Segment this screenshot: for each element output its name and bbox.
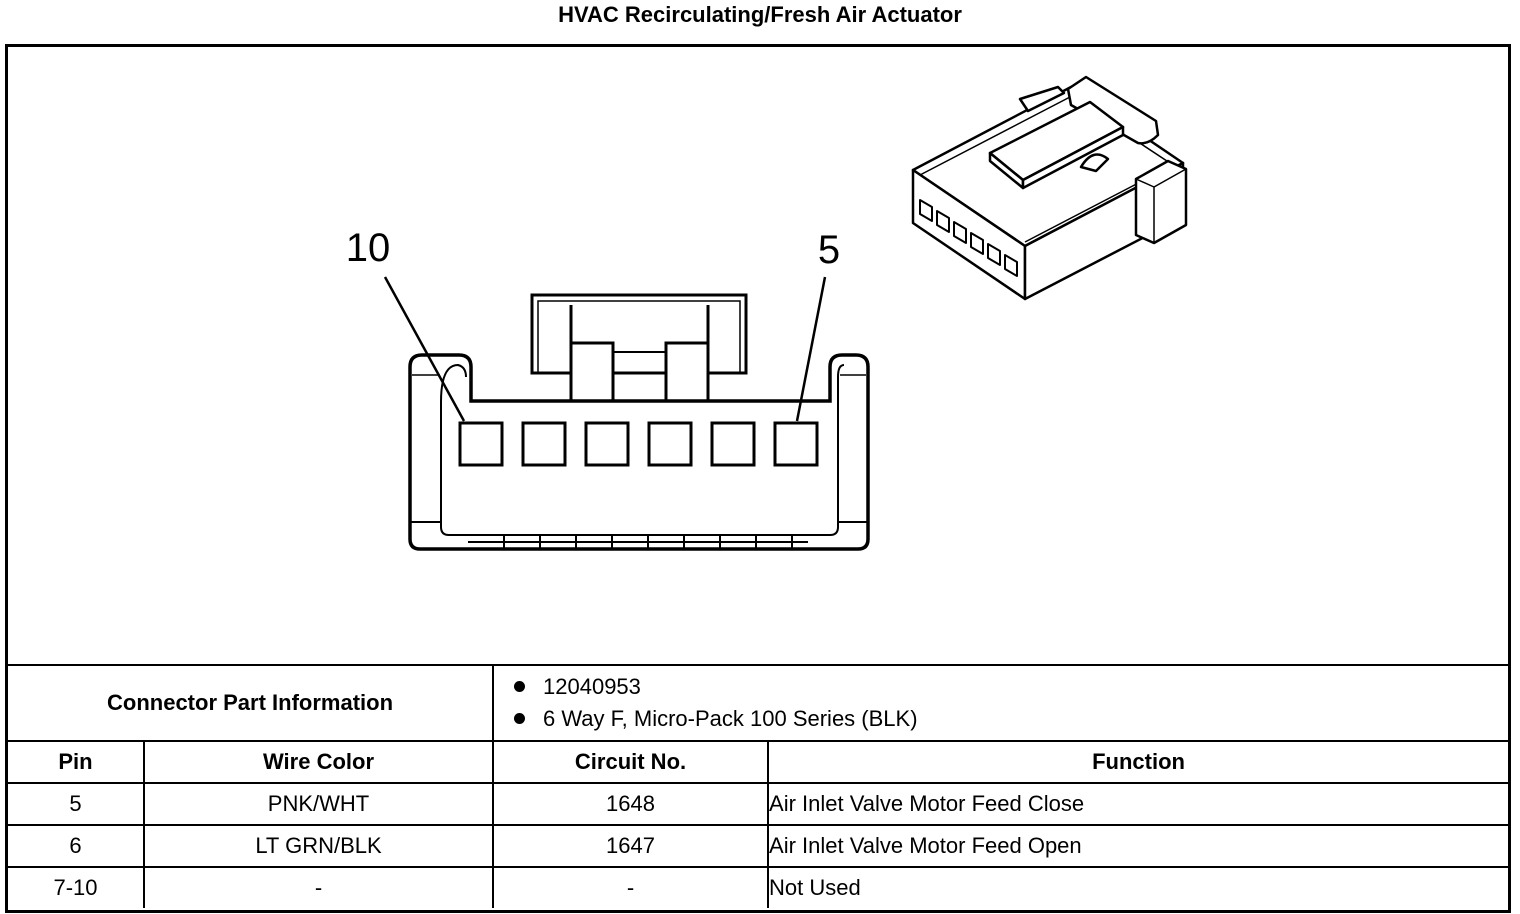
connector-description: 6 Way F, Micro-Pack 100 Series (BLK) (543, 706, 918, 731)
bottom-ridges (468, 535, 808, 549)
cavity-7 (647, 421, 693, 467)
cavity-5 (773, 421, 819, 467)
function-cell: Air Inlet Valve Motor Feed Close (767, 782, 1509, 826)
wire-color-cell: - (142, 866, 495, 908)
connector-pinout-table: Connector Part Information 12040953 6 Wa… (8, 664, 1509, 908)
pin-cavities (458, 421, 819, 467)
cavity-9 (521, 421, 567, 467)
wire-color-cell: PNK/WHT (142, 782, 495, 826)
connector-frame: 10 5 (5, 44, 1511, 913)
wire-color-cell: LT GRN/BLK (142, 824, 495, 868)
connector-info-row: Connector Part Information 12040953 6 Wa… (8, 664, 1509, 742)
leader-line-5 (795, 276, 827, 422)
header-circuit-no: Circuit No. (492, 740, 770, 784)
pin-cell: 6 (8, 824, 145, 868)
pin-label-5: 5 (818, 228, 840, 272)
cavity-10 (458, 421, 504, 467)
housing-outline (408, 353, 870, 551)
circuit-cell: 1647 (492, 824, 770, 868)
pin-cell: 7-10 (8, 866, 145, 908)
pin-cell: 5 (8, 782, 145, 826)
table-row: 5 PNK/WHT 1648 Air Inlet Valve Motor Fee… (8, 782, 1509, 826)
cavity-6 (710, 421, 756, 467)
cavity-8 (584, 421, 630, 467)
header-pin: Pin (8, 740, 145, 784)
bullet-icon (514, 680, 526, 692)
connector-drawing: 10 5 (346, 75, 1188, 551)
table-header-row: Pin Wire Color Circuit No. Function (8, 740, 1509, 784)
leader-line-10 (383, 276, 466, 422)
connector-info-list: 12040953 6 Way F, Micro-Pack 100 Series … (492, 664, 1509, 742)
header-wire-color: Wire Color (142, 740, 495, 784)
connector-isometric (911, 75, 1188, 301)
part-number: 12040953 (543, 674, 641, 699)
pin-label-10: 10 (346, 226, 391, 270)
latch (530, 293, 748, 403)
function-cell: Air Inlet Valve Motor Feed Open (767, 824, 1509, 868)
list-item: 12040953 (514, 671, 1508, 703)
bullet-icon (514, 712, 526, 724)
table-row: 7-10 - - Not Used (8, 866, 1509, 908)
table-row: 6 LT GRN/BLK 1647 Air Inlet Valve Motor … (8, 824, 1509, 868)
function-cell: Not Used (767, 866, 1509, 908)
iso-cavities (919, 199, 1018, 277)
connector-info-label: Connector Part Information (8, 664, 495, 742)
list-item: 6 Way F, Micro-Pack 100 Series (BLK) (514, 703, 1508, 735)
page-title: HVAC Recirculating/Fresh Air Actuator (558, 2, 962, 27)
header-function: Function (767, 740, 1509, 784)
connector-face (383, 276, 870, 551)
circuit-cell: - (492, 866, 770, 908)
circuit-cell: 1648 (492, 782, 770, 826)
